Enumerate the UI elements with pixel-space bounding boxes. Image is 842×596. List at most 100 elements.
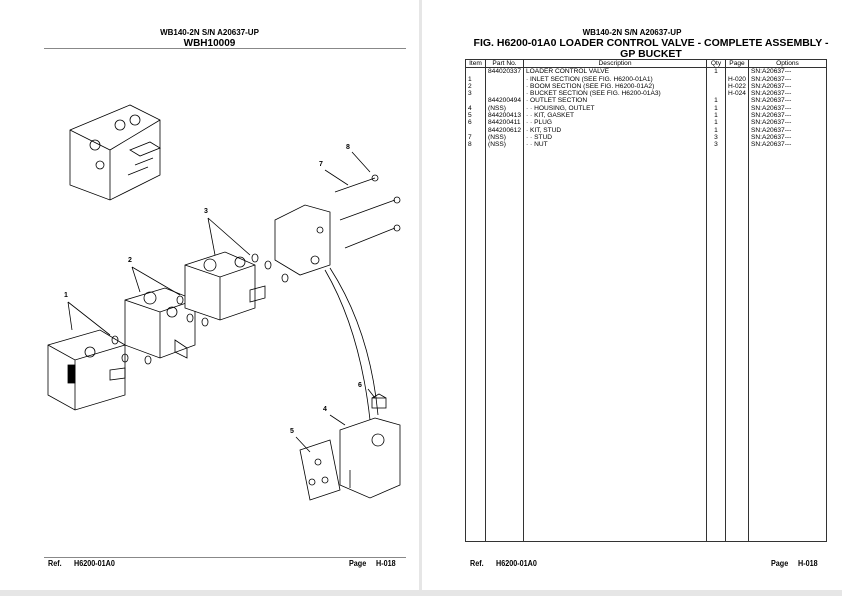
cell-part-no: 844020337: [484, 67, 525, 76]
outlet-housing-illustration: [274, 204, 401, 499]
cell-options: SN:A20637---: [747, 141, 828, 149]
cell-qty: 3: [706, 141, 727, 149]
cell-part-no: [484, 90, 525, 98]
cell-item: [465, 97, 486, 105]
cell-description: · BOOM SECTION (SEE FIG. H6200-01A2): [523, 82, 708, 91]
inlet-section-illustration: [47, 329, 126, 411]
cell-item: 3: [465, 90, 486, 98]
cell-qty: 1: [706, 126, 727, 134]
cell-options: SN:A20637---: [747, 119, 828, 127]
empty-cell: [725, 148, 749, 542]
parts-table: Item Part No. Description Qty Page Optio…: [465, 58, 828, 542]
page-label: Page: [771, 559, 789, 568]
empty-cell: [465, 148, 486, 542]
cell-item: 6: [465, 119, 486, 127]
leader-lines: [67, 151, 376, 453]
col-page: Page: [725, 58, 749, 69]
callout-6: 6: [358, 382, 362, 389]
gasket-illustration: [299, 439, 341, 501]
boom-section-illustration: [124, 287, 196, 359]
cell-item: 4: [465, 104, 486, 113]
empty-cell: [523, 148, 708, 542]
cell-page-ref: [725, 141, 749, 149]
cell-page-ref: [725, 104, 749, 113]
cell-description: · KIT, STUD: [523, 126, 708, 134]
cell-page-ref: [725, 126, 749, 134]
cell-item: 8: [465, 141, 486, 149]
cell-description: · · KIT, GASKET: [523, 112, 708, 120]
page-value: H-018: [376, 559, 396, 568]
cell-options: SN:A20637---: [747, 82, 828, 91]
cell-page-ref: [725, 133, 749, 142]
cell-item: 7: [465, 133, 486, 142]
cell-qty: 1: [706, 104, 727, 113]
cell-options: SN:A20637---: [747, 90, 828, 98]
cell-description: · · NUT: [523, 141, 708, 149]
cell-qty: [706, 75, 727, 83]
header-model: WB140-2N S/N A20637-UP: [582, 28, 682, 37]
cell-options: SN:A20637---: [747, 133, 828, 142]
cell-page-ref: [725, 67, 749, 76]
cell-part-no: [484, 75, 525, 83]
cell-part-no: (NSS): [484, 141, 525, 149]
cell-description: · · HOUSING, OUTLET: [523, 104, 708, 113]
cell-description: · · PLUG: [523, 119, 708, 127]
col-qty: Qty: [706, 58, 727, 69]
o-rings: [111, 253, 289, 365]
cell-part-no: 844200411: [484, 119, 525, 127]
cell-qty: 1: [706, 67, 727, 76]
cell-qty: 1: [706, 97, 727, 105]
bucket-section-illustration: [184, 251, 266, 321]
table-row: 1 · INLET SECTION (SEE FIG. H6200-01A1) H-…: [465, 75, 828, 83]
cell-qty: [706, 90, 727, 98]
callout-2: 2: [128, 257, 132, 264]
cell-description: · · STUD: [523, 133, 708, 142]
cell-page-ref: H-020: [725, 75, 749, 83]
cell-options: SN:A20637---: [747, 104, 828, 113]
col-part-no: Part No.: [484, 58, 525, 69]
cell-description: · BUCKET SECTION (SEE FIG. H6200-01A3): [523, 90, 708, 98]
callout-8: 8: [346, 144, 350, 151]
cell-page-ref: H-022: [725, 82, 749, 91]
cell-qty: 1: [706, 112, 727, 120]
plug-illustration: [371, 393, 387, 409]
table-filler: [465, 148, 828, 542]
cell-part-no: 844200413: [484, 112, 525, 120]
callout-3: 3: [204, 208, 208, 215]
cell-item: [465, 126, 486, 134]
callout-7: 7: [319, 161, 323, 168]
cell-options: SN:A20637---: [747, 126, 828, 134]
col-options: Options: [747, 58, 828, 69]
exploded-diagram: [47, 104, 401, 501]
ref-value: H6200-01A0: [74, 559, 115, 568]
cell-qty: [706, 82, 727, 91]
header-model: WB140-2N S/N A20637-UP: [160, 28, 259, 37]
ref-label: Ref.: [470, 559, 484, 568]
col-description: Description: [523, 58, 708, 69]
cell-part-no: 844200494: [484, 97, 525, 105]
empty-cell: [747, 148, 828, 542]
callout-1: 1: [64, 292, 68, 299]
cell-description: · INLET SECTION (SEE FIG. H6200-01A1): [523, 75, 708, 83]
cell-part-no: [484, 82, 525, 91]
ref-label: Ref.: [48, 559, 62, 568]
cell-item: 2: [465, 82, 486, 91]
footer-rule: [44, 557, 406, 558]
figure-title: FIG. H6200-01A0 LOADER CONTROL VALVE - C…: [473, 37, 829, 60]
callout-5: 5: [290, 428, 294, 435]
cell-options: SN:A20637---: [747, 97, 828, 105]
cell-description: · OUTLET SECTION: [523, 97, 708, 105]
cell-options: SN:A20637---: [747, 112, 828, 120]
header-rule: [44, 48, 406, 49]
table-header-row: Item Part No. Description Qty Page Optio…: [465, 58, 828, 69]
cell-item: 1: [465, 75, 486, 83]
assembled-valve-illustration: [69, 104, 161, 201]
cell-page-ref: [725, 112, 749, 120]
